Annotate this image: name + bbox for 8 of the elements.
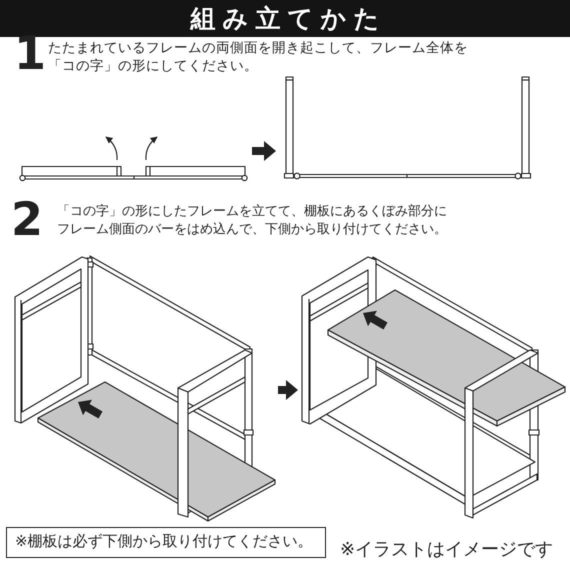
caution-note: ※棚板は必ず下側から取り付けてください。 [6, 527, 326, 558]
disclaimer-note: ※イラストはイメージです [340, 538, 554, 562]
step-instruction: たたまれているフレームの両側面を開き起こして、フレーム全体を「コの字」の形にしてください。 [48, 39, 469, 75]
title-banner: 組み立てかた [0, 0, 570, 37]
step-number: 2 [11, 196, 44, 242]
arrow [278, 380, 298, 400]
step-instruction: 「コの字」の形にしたフレームを立てて、棚板にあるくぼみ部分にフレーム側面のバーをはめ込んで、下側から取り付けてください。 [57, 203, 448, 239]
arrow [252, 141, 276, 161]
